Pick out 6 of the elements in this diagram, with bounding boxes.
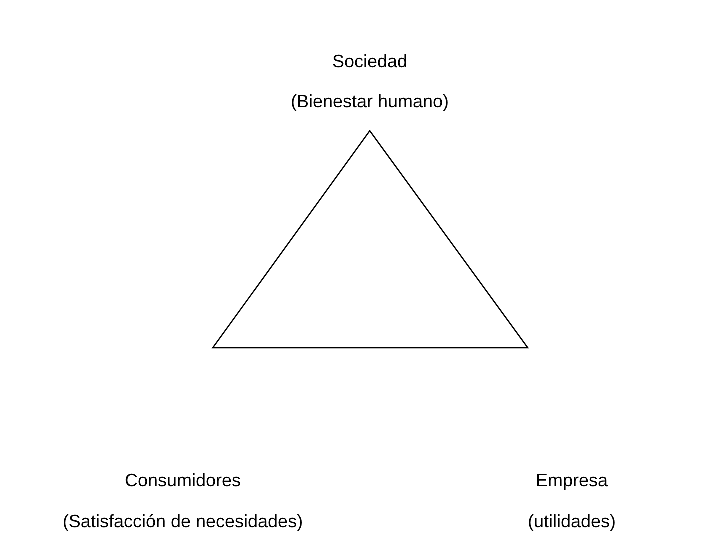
label-text: (Bienestar humano) <box>290 92 450 112</box>
label-text: Sociedad <box>332 52 408 72</box>
label-text: Empresa <box>536 470 608 492</box>
label-text: Consumidores <box>124 470 242 492</box>
label-text: (utilidades) <box>528 512 616 532</box>
label-text: (Satisfacción de necesidades) <box>62 512 304 532</box>
